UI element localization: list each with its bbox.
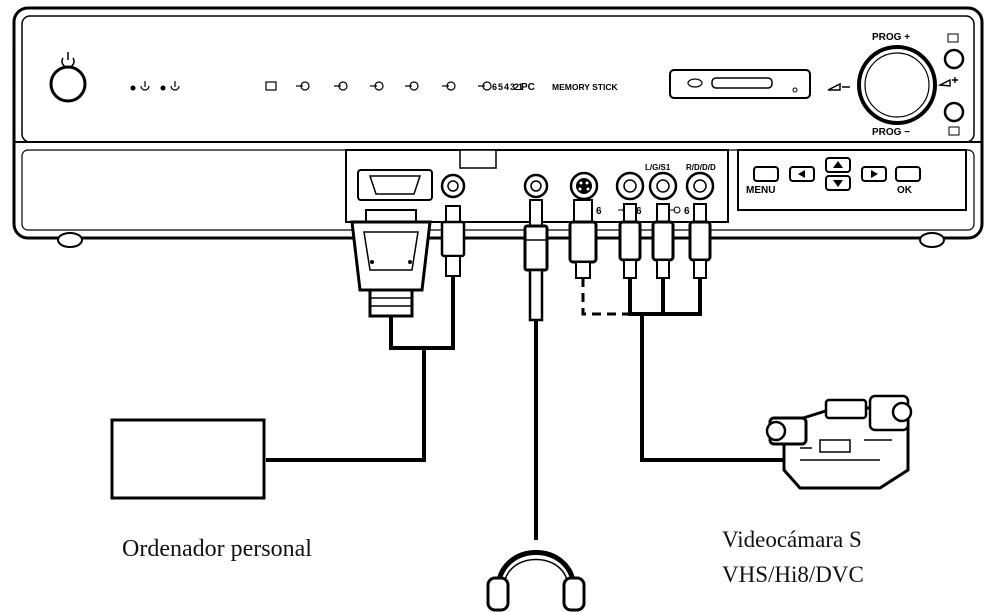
standby-icon xyxy=(170,81,180,91)
power-button[interactable] xyxy=(49,52,87,103)
program-dial[interactable] xyxy=(857,45,937,125)
foot-right xyxy=(919,232,945,248)
personal-computer xyxy=(110,418,266,500)
pc-indicator-label: PC xyxy=(521,82,535,93)
tv-front-panel xyxy=(12,6,984,248)
input-icon xyxy=(442,81,456,91)
source-indicators: 6 5 4 3 2 1 PC MEMORY STICK xyxy=(265,81,619,93)
memory-stick-slot[interactable] xyxy=(669,69,811,99)
input-icon xyxy=(370,81,384,91)
audio-left-jack[interactable] xyxy=(648,171,678,201)
s-video-cable xyxy=(581,278,640,316)
audio-left-rca-plug xyxy=(651,203,675,279)
av-cable xyxy=(628,278,784,462)
s-video-plug xyxy=(568,199,598,279)
prog-plus-label: PROG + xyxy=(872,32,910,43)
vga-cable-plug xyxy=(350,209,432,318)
camcorder-caption-line1: Videocámara S xyxy=(722,527,862,552)
source-number-4: 4 xyxy=(504,82,509,92)
menu-label: MENU xyxy=(746,185,775,196)
audio-right-rca-plug xyxy=(688,203,712,279)
volume-up-icon xyxy=(937,77,958,87)
menu-control-panel: MENU OK xyxy=(737,149,967,211)
source-number-1: 1 xyxy=(518,82,523,92)
monitor-icon xyxy=(948,126,960,136)
audio-jack-number: 6 xyxy=(684,206,690,217)
ok-label: OK xyxy=(897,185,913,196)
up-arrow-button[interactable] xyxy=(825,157,851,173)
right-arrow-button[interactable] xyxy=(861,166,887,182)
video-jack[interactable] xyxy=(615,171,645,201)
source-number-3: 3 xyxy=(510,82,515,92)
standby-indicators xyxy=(130,81,180,91)
pc-audio-jack[interactable] xyxy=(440,173,466,199)
source-number-6: 6 xyxy=(492,82,497,92)
menu-button[interactable] xyxy=(753,166,779,182)
video-rca-plug xyxy=(618,203,642,279)
s-video-jack[interactable] xyxy=(569,171,599,201)
monitor-icon xyxy=(265,81,277,91)
power-icon xyxy=(61,52,75,68)
input-icon xyxy=(405,81,419,91)
volume-down-icon xyxy=(827,82,850,91)
foot-left xyxy=(57,232,83,248)
headphone-plug xyxy=(523,199,549,322)
source-number-5: 5 xyxy=(498,82,503,92)
left-arrow-button[interactable] xyxy=(789,166,815,182)
input-icon xyxy=(334,81,348,91)
pc-cable xyxy=(266,276,455,462)
headphone-jack[interactable] xyxy=(523,173,549,199)
standby-icon xyxy=(140,81,150,91)
eye-icon xyxy=(687,78,703,88)
ok-button[interactable] xyxy=(895,166,921,182)
input-icon xyxy=(947,33,959,43)
input-select-button[interactable] xyxy=(943,33,965,70)
pc-audio-plug xyxy=(440,205,466,277)
headphones-icon xyxy=(486,550,586,612)
audio-right-jack[interactable] xyxy=(685,171,715,201)
camcorder-icon xyxy=(765,394,913,490)
connector-panel: L/G/S1 R/D/D/D 6 6 6 xyxy=(345,149,729,223)
down-arrow-button[interactable] xyxy=(825,175,851,191)
pc-vga-port[interactable] xyxy=(357,169,433,201)
source-number-2: 2 xyxy=(514,82,519,92)
camcorder-caption-line2: VHS/Hi8/DVC xyxy=(722,562,864,587)
pc-caption: Ordenador personal xyxy=(122,536,312,562)
tv-mode-button[interactable] xyxy=(943,101,965,136)
video-jack-number: 6 xyxy=(636,206,642,217)
prog-minus-label: PROG − xyxy=(872,127,910,138)
audio-right-label: R/D/D/D xyxy=(686,163,716,172)
input-icon xyxy=(296,81,310,91)
input-icon xyxy=(478,81,492,91)
s-video-jack-number: 6 xyxy=(596,206,602,217)
memory-stick-label: MEMORY STICK xyxy=(552,82,619,92)
audio-left-label: L/G/S1 xyxy=(645,163,671,172)
